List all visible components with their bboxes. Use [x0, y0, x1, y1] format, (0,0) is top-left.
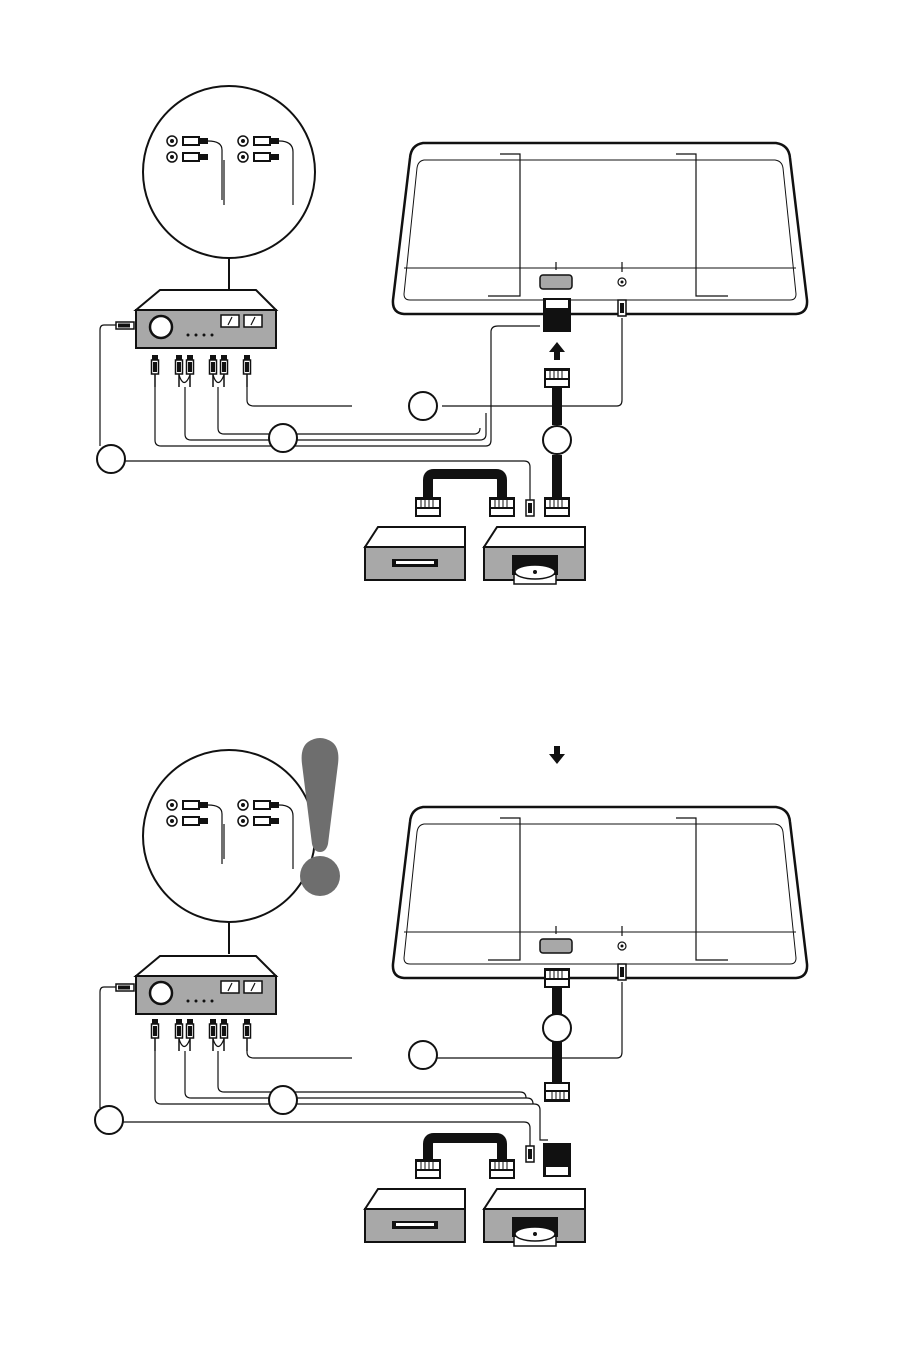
dvd-player-icon — [484, 1189, 585, 1246]
connection-diagram-top — [97, 86, 807, 584]
vcr-icon — [365, 1189, 465, 1242]
callout-magnifier-icon — [143, 750, 315, 954]
tv-back-icon — [393, 143, 807, 314]
tv-back-icon — [393, 807, 807, 978]
arrow-icon — [549, 342, 565, 360]
rca-plug-icon — [100, 322, 134, 446]
rca-plug-icon — [100, 984, 134, 1108]
amplifier-icon — [136, 290, 276, 348]
connection-diagram-bottom — [95, 738, 807, 1246]
dvd-player-icon — [484, 527, 585, 584]
amplifier-icon — [136, 956, 276, 1014]
arrow-icon — [549, 746, 565, 764]
callout-magnifier-icon — [143, 86, 315, 290]
vcr-icon — [365, 527, 465, 580]
